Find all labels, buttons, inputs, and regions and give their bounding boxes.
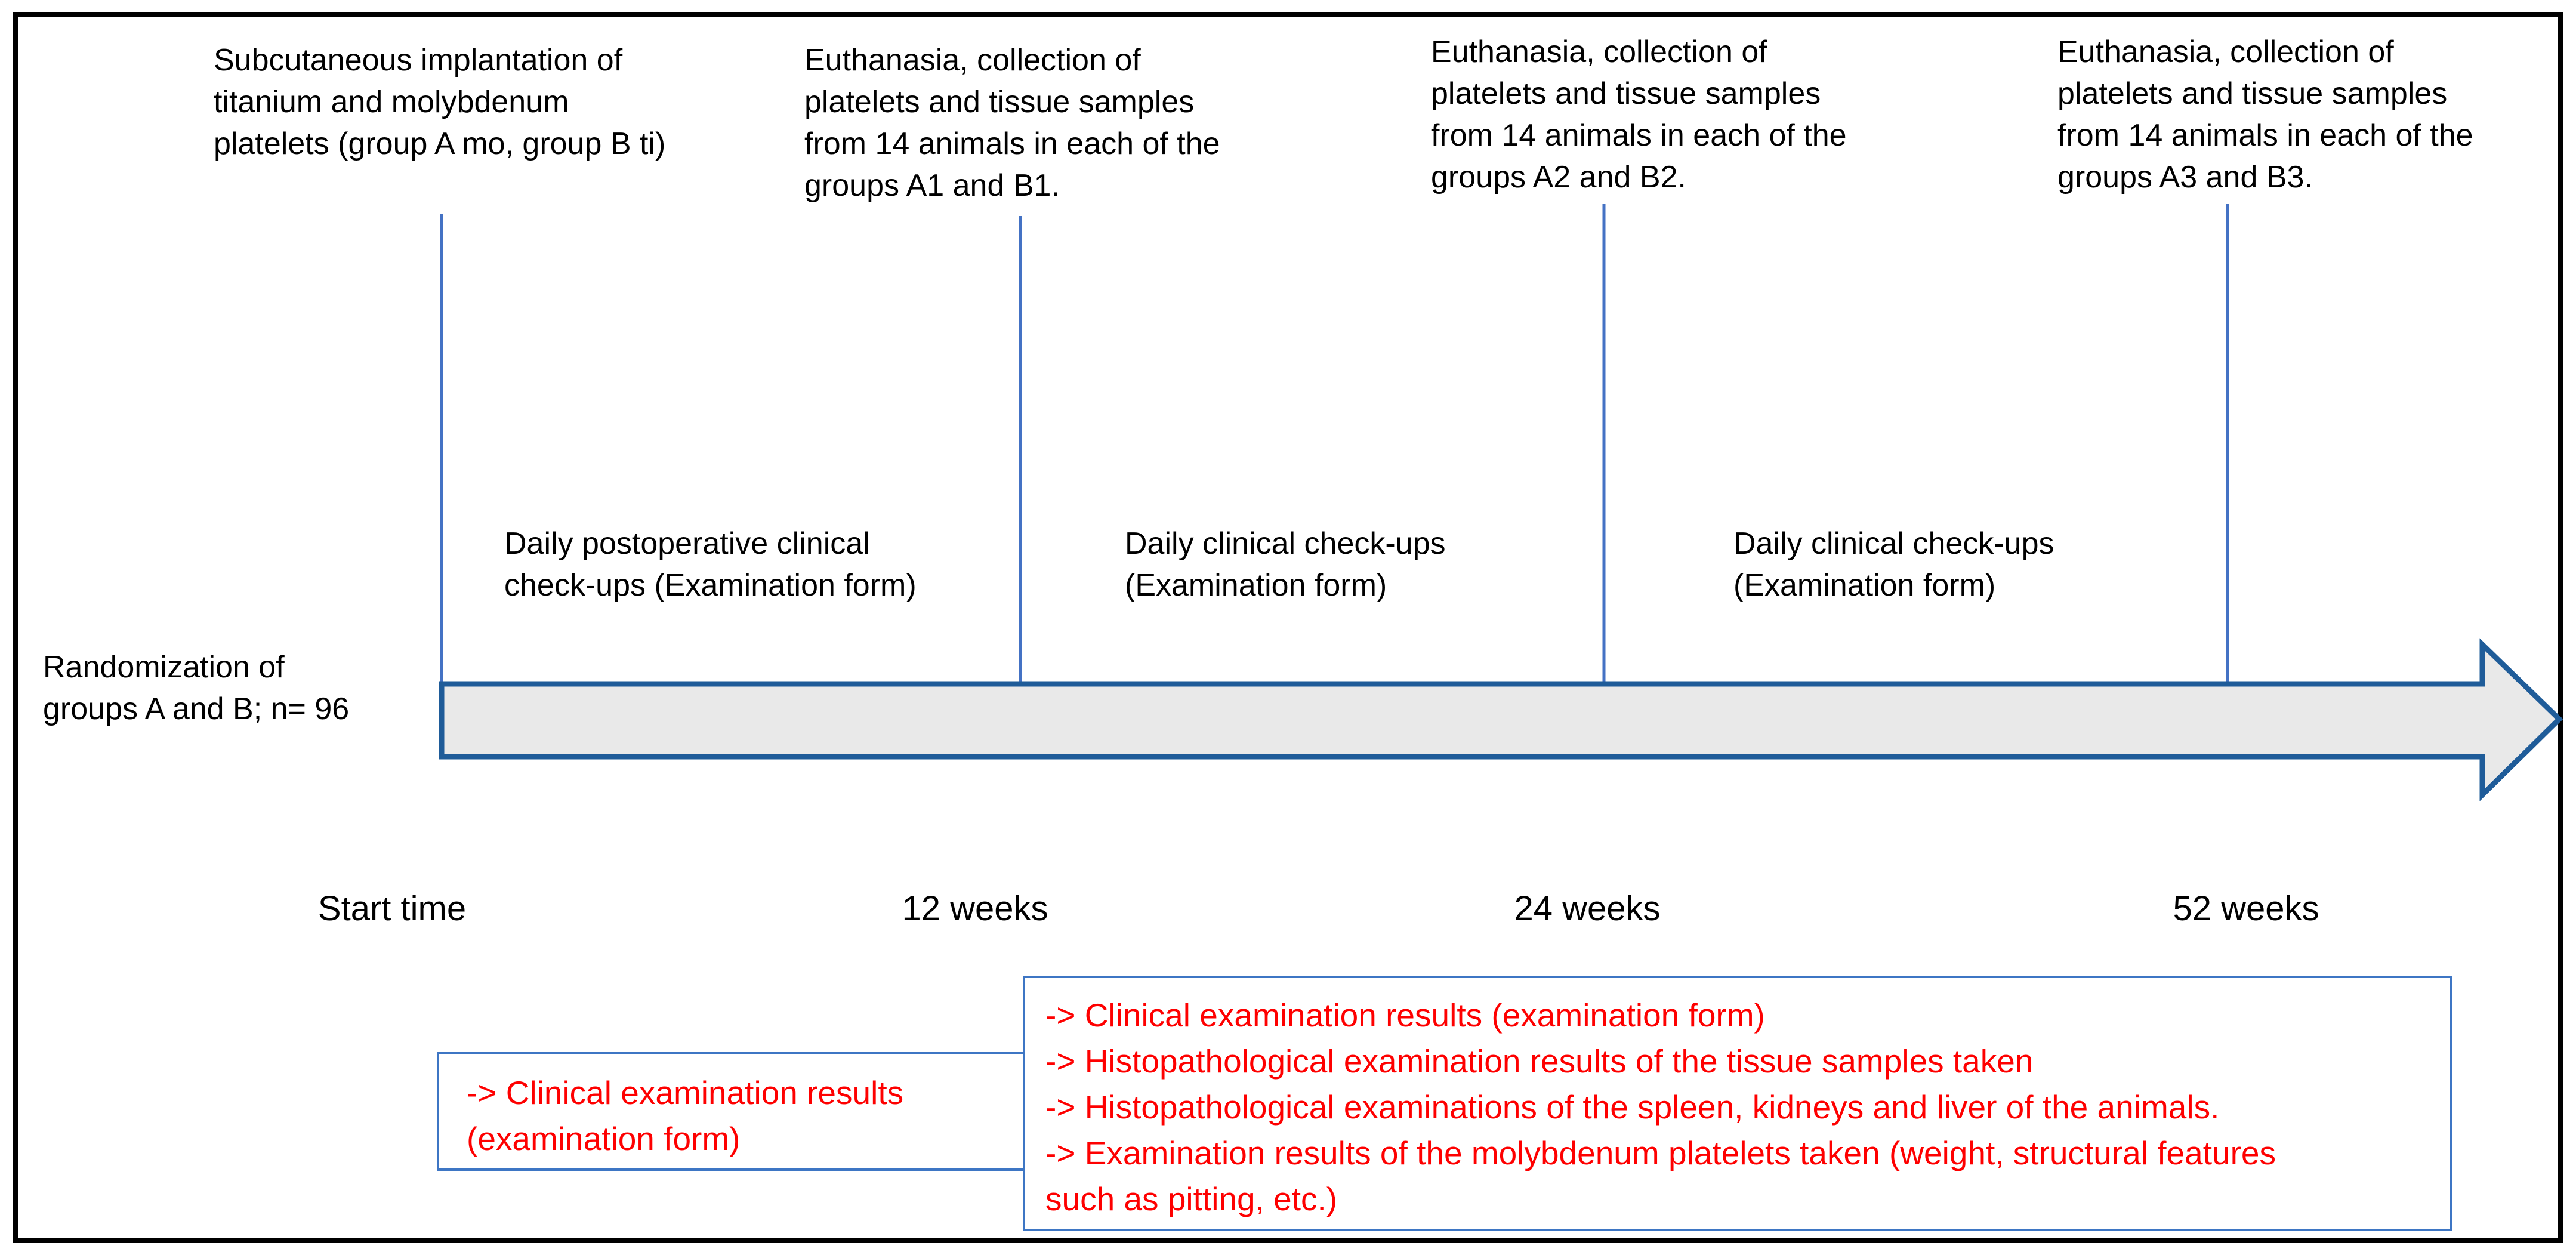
milestone-event-label-4: Euthanasia, collection of platelets and …	[2057, 35, 2473, 195]
time-label-24-weeks: 24 weeks	[1514, 889, 1661, 928]
time-label-start: Start time	[317, 889, 467, 928]
results-late-item-3: -> Histopathological examinations of the…	[1045, 1089, 2220, 1126]
results-box-late: -> Clinical examination results (examina…	[1023, 976, 2452, 1231]
time-label-52-weeks: 52 weeks	[2173, 889, 2319, 928]
milestone-event-label-2: Euthanasia, collection of platelets and …	[804, 43, 1220, 203]
time-label-12-weeks: 12 weeks	[902, 889, 1048, 928]
checkup-label-1: Daily postoperative clinical check-ups (…	[504, 526, 917, 603]
checkup-label-3: Daily clinical check-ups (Examination fo…	[1733, 526, 2054, 603]
timeline-arrow	[439, 638, 2563, 801]
randomization-label: Randomization of groups A and B; n= 96	[43, 650, 350, 726]
results-box-early-text: -> Clinical examination results (examina…	[467, 1074, 904, 1157]
milestone-event-label-1: Subcutaneous implantation of titanium an…	[214, 43, 666, 161]
milestone-event-label-3: Euthanasia, collection of platelets and …	[1431, 35, 1847, 195]
results-late-item-1: -> Clinical examination results (examina…	[1045, 997, 1765, 1034]
results-late-item-2: -> Histopathological examination results…	[1045, 1043, 2034, 1080]
results-late-item-4: -> Examination results of the molybdenum…	[1045, 1134, 2276, 1217]
figure-frame	[13, 12, 2563, 1243]
checkup-label-2: Daily clinical check-ups (Examination fo…	[1125, 526, 1446, 603]
results-box-early: -> Clinical examination results (examina…	[437, 1052, 1026, 1171]
